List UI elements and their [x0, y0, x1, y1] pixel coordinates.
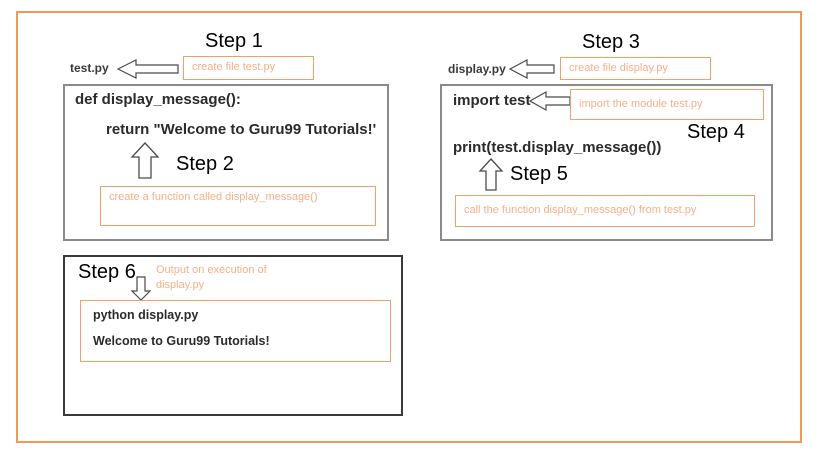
output-line-command: python display.py [93, 308, 199, 322]
step-label-2: Step 2 [176, 153, 234, 175]
note-import-module: import the module test.py [570, 89, 764, 120]
arrow-up-icon [478, 158, 504, 192]
step-label-3: Step 3 [582, 31, 640, 53]
note-output-line-1: Output on execution of [156, 264, 267, 276]
code-line-return: return "Welcome to Guru99 Tutorials!' [106, 121, 377, 138]
output-console-box [80, 300, 391, 362]
file-label-display-py: display.py [448, 62, 506, 76]
arrow-down-icon [130, 276, 152, 302]
code-line-def: def display_message(): [75, 91, 241, 108]
arrow-left-icon [528, 90, 572, 112]
step-label-5: Step 5 [510, 163, 568, 185]
note-create-function: create a function called display_message… [100, 186, 376, 226]
output-line-result: Welcome to Guru99 Tutorials! [93, 334, 270, 348]
arrow-left-icon [116, 59, 180, 79]
file-label-test-py: test.py [70, 61, 109, 75]
note-create-file-test: create file test.py [183, 56, 314, 80]
code-line-import: import test [453, 92, 531, 109]
step-label-1: Step 1 [205, 30, 263, 52]
note-output-line-2: display.py [156, 279, 205, 291]
arrow-left-icon [508, 59, 556, 79]
note-call-function: call the function display_message() from… [455, 195, 755, 227]
arrow-up-icon [130, 142, 160, 180]
code-line-print: print(test.display_message()) [453, 139, 662, 156]
step-label-6: Step 6 [78, 261, 136, 283]
step-label-4: Step 4 [687, 121, 745, 143]
note-create-file-display: create file display.py [560, 57, 711, 80]
